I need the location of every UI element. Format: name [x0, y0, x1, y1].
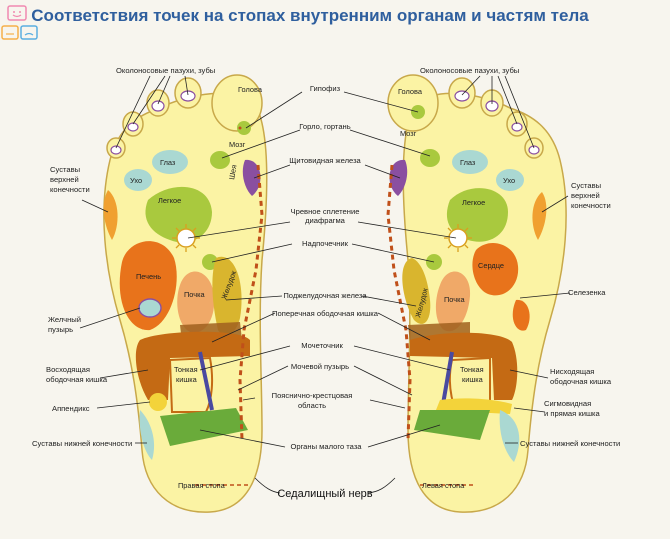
sun-icon [444, 224, 472, 252]
label-thyroid: Щитовидная железа [289, 156, 361, 165]
label-ascending-1: Восходящая [46, 365, 90, 374]
label-appendix: Аппендикс [52, 404, 90, 413]
label-solar-plexus: Чревное сплетение [291, 207, 360, 216]
sun-icon [172, 224, 200, 252]
label-pelvic: Органы малого таза [290, 442, 362, 451]
label-throat: Горло, гортань [299, 122, 350, 131]
label-ascending-2: ободочная кишка [46, 375, 108, 384]
label-lumbosacral-2: область [298, 401, 326, 410]
label-ureter: Мочеточник [301, 341, 343, 350]
small-int-right-label-1: Тонкая [174, 365, 198, 374]
label-upper-joints-left-2: верхней [571, 191, 600, 200]
left-foot: Голова Мозг Глаз Ухо Легкое Сердце Почка… [386, 74, 567, 513]
label-upper-joints-right-2: верхней [50, 175, 79, 184]
kidney-right-label: Почка [184, 290, 206, 299]
label-upper-joints-right-1: Суставы [50, 165, 80, 174]
ear-left-label: Ухо [503, 176, 515, 185]
eye-right-label: Глаз [160, 158, 176, 167]
small-int-left-label-2: кишка [462, 375, 484, 384]
brain-right-label: Мозг [229, 140, 246, 149]
label-sigmoid-1: Сигмовидная [544, 399, 591, 408]
label-lower-joints-right: Суставы нижней конечности [32, 439, 132, 448]
label-diaphragm: диафрагма [305, 216, 346, 225]
label-pituitary: Гипофиз [310, 84, 341, 93]
small-int-left-label-1: Тонкая [460, 365, 484, 374]
right-big-toe [211, 74, 263, 132]
label-sciatic: Седалищный нерв [277, 488, 372, 500]
left-foot-label: Левая стопа [422, 481, 465, 490]
label-descending-2: ободочная кишка [550, 377, 612, 386]
label-transverse-colon: Поперечная ободочная кишка [272, 309, 379, 318]
heart-label: Сердце [478, 261, 504, 270]
label-lumbosacral-1: Пояснично-крестцовая [272, 391, 353, 400]
kidney-left-label: Почка [444, 295, 466, 304]
label-sigmoid-2: и прямая кишка [544, 409, 601, 418]
leader-lines [79, 75, 571, 494]
logo-icon [1, 5, 38, 40]
left-big-toe [387, 74, 439, 132]
liver-label: Печень [136, 272, 161, 281]
head-right-label: Голова [238, 85, 263, 94]
label-adrenal: Надпочечник [302, 239, 349, 248]
label-descending-1: Нисходящая [550, 367, 594, 376]
lung-right-label: Легкое [158, 196, 181, 205]
right-foot: Голова Мозг Глаз Ухо Легкое Шея Печень П… [103, 74, 268, 513]
label-gallbladder-1: Желчный [48, 315, 81, 324]
page-title: Соответствия точек на стопах внутренним … [31, 6, 589, 25]
label-sinuses-right-foot: Околоносовые пазухи, зубы [116, 66, 215, 75]
label-lower-joints-left: Суставы нижней конечности [520, 439, 620, 448]
label-upper-joints-left-3: конечности [571, 201, 611, 210]
ear-right-label: Ухо [130, 176, 142, 185]
label-upper-joints-left-1: Суставы [571, 181, 601, 190]
label-spleen: Селезенка [568, 288, 606, 297]
lung-left-label: Легкое [462, 198, 485, 207]
label-sinuses-left-foot: Околоносовые пазухи, зубы [420, 66, 519, 75]
small-int-right-label-2: кишка [176, 375, 198, 384]
brain-left-label: Мозг [400, 129, 417, 138]
label-gallbladder-2: пузырь [48, 325, 73, 334]
neck-right-label: Шея [227, 164, 238, 180]
label-bladder: Мочевой пузырь [291, 362, 349, 371]
label-pancreas: Поджелудочная железа [283, 291, 367, 300]
label-upper-joints-right-3: конечности [50, 185, 90, 194]
head-left-label: Голова [398, 87, 423, 96]
right-foot-label: Правая стопа [178, 481, 226, 490]
eye-left-label: Глаз [460, 158, 476, 167]
